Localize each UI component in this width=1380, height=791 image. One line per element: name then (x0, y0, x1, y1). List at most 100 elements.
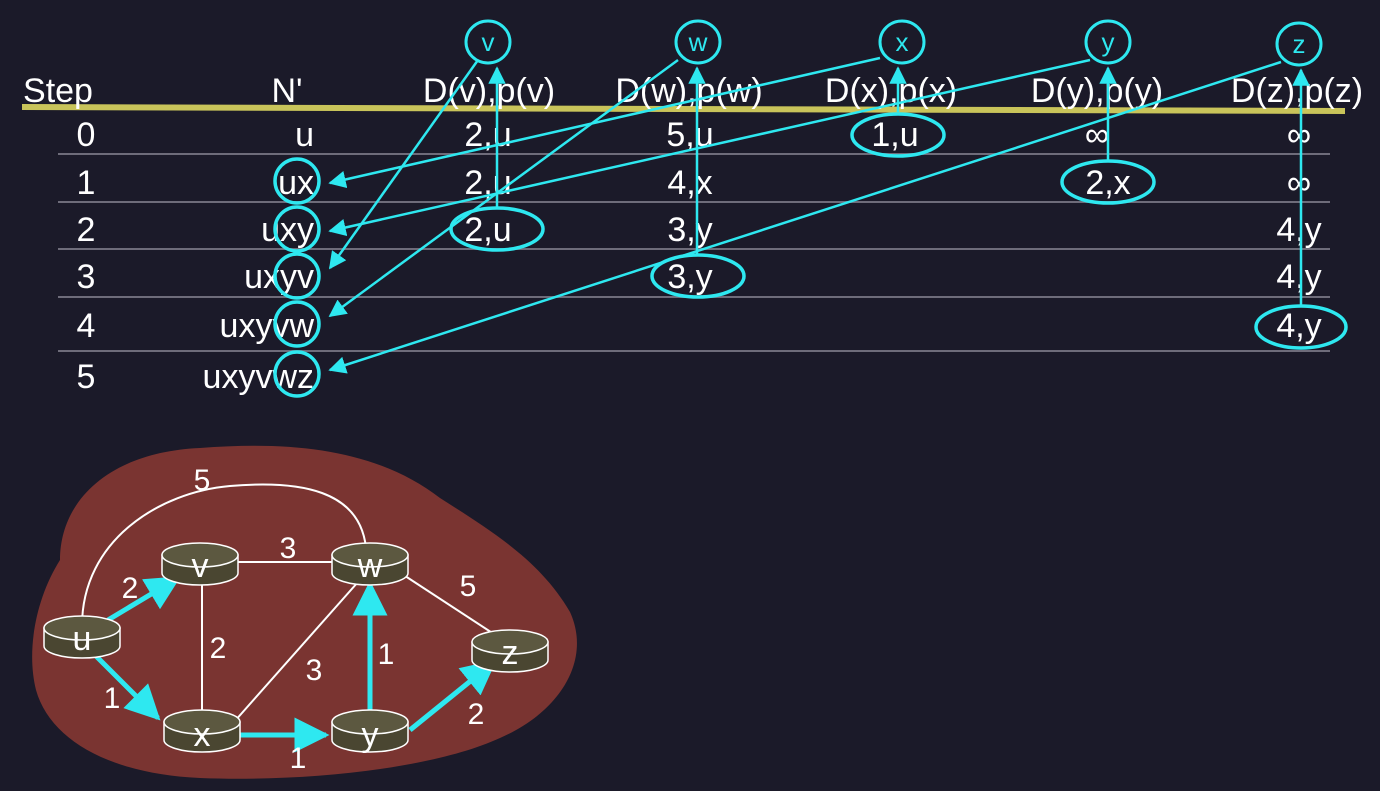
cell-step: 2 (77, 211, 96, 249)
arrow-v-to-uxyv (328, 59, 480, 270)
cell-step: 4 (77, 307, 96, 345)
tree-edge-u-v (106, 575, 182, 623)
cell-n-prime: ux (278, 164, 314, 202)
cell-n-prime: u (295, 116, 314, 154)
nprime-circle (273, 205, 321, 253)
column-tags: v w x y z (464, 19, 1323, 67)
trace-arrows (328, 56, 1310, 374)
router-nodes: u v w x y (43, 542, 549, 754)
arrow-z-to-uxyvwz (328, 60, 1282, 374)
highlight-y-2x (1060, 159, 1156, 205)
cell-w: 3,y (667, 258, 712, 296)
nprime-highlights (273, 157, 321, 398)
cost-v-w: 3 (280, 532, 297, 565)
tag-circle-z (1275, 21, 1323, 67)
tree-edge-y-z (408, 659, 497, 732)
table-row: 1 ux 2,u 4,x 2,x ∞ (77, 164, 1312, 202)
network-cloud (32, 445, 577, 779)
header-v: D(v),p(v) (423, 72, 555, 110)
cost-v-x: 2 (210, 632, 227, 665)
arrow-w-to-uxyvw (328, 58, 679, 318)
cost-y-w: 1 (378, 638, 395, 671)
cost-u-w: 5 (194, 464, 211, 497)
tag-circle-v (464, 19, 512, 65)
table-header: Step N' D(v),p(v) D(w),p(w) D(x),p(x) D(… (23, 72, 1363, 110)
node-label-x: x (194, 716, 211, 754)
cost-x-w: 3 (306, 654, 323, 687)
tree-edge-u-x (94, 654, 161, 721)
cell-w: 3,y (667, 211, 712, 249)
cell-step: 0 (77, 116, 96, 154)
tag-circle-x (878, 19, 926, 65)
tag-label-y: y (1102, 27, 1115, 57)
cell-w: 5,u (666, 116, 713, 154)
header-step: Step (23, 72, 93, 110)
router-node-x: x (163, 709, 241, 754)
router-node-w: w (331, 542, 409, 586)
cost-u-v: 2 (122, 572, 139, 605)
cell-y: 2,x (1085, 164, 1130, 202)
tag-circle-w (674, 19, 722, 65)
table-row: 0 u 2,u 5,u 1,u ∞ ∞ (77, 116, 1312, 154)
router-node-v: v (161, 542, 239, 586)
cell-n-prime: uxyvwz (203, 358, 314, 396)
tag-label-v: v (482, 27, 495, 57)
router-node-z: z (471, 629, 549, 673)
nprime-circle (273, 350, 321, 398)
tag-label-x: x (896, 27, 909, 57)
header-rule (21, 104, 1346, 114)
highlight-x-1u (850, 112, 946, 158)
cell-w: 4,x (667, 164, 712, 202)
nprime-circle (273, 300, 321, 348)
edge-costs: 5 3 5 2 2 1 3 1 2 1 (104, 464, 485, 775)
network-diagram: 5 3 5 2 2 1 3 1 2 1 u v (32, 445, 577, 779)
router-node-y: y (331, 709, 409, 754)
cost-x-y: 1 (290, 742, 307, 775)
cell-v: 2,u (464, 211, 511, 249)
table-row: 3 uxyv 3,y 4,y (77, 258, 1322, 296)
arrow-x-to-ux (328, 56, 881, 189)
table-row: 2 uxy 2,u 3,y 4,y (77, 211, 1322, 249)
cell-step: 1 (77, 164, 96, 202)
cell-z: ∞ (1287, 164, 1311, 202)
node-label-w: w (357, 547, 383, 585)
edge-w-z (395, 569, 501, 639)
header-n-prime: N' (271, 72, 302, 110)
cell-z: 4,y (1276, 211, 1321, 249)
nprime-circle (273, 252, 321, 300)
cell-step: 5 (77, 358, 96, 396)
node-label-v: v (192, 547, 209, 585)
table-row: 4 uxyvw 4,y (77, 307, 1322, 345)
router-node-u: u (43, 615, 121, 659)
arrow-y-to-uxy (328, 58, 1091, 237)
edge-x-w (233, 581, 359, 723)
nprime-circle (273, 157, 321, 205)
cell-z: 4,y (1276, 307, 1321, 345)
header-z: D(z),p(z) (1231, 72, 1363, 110)
dijkstra-table: Step N' D(v),p(v) D(w),p(w) D(x),p(x) D(… (21, 19, 1363, 398)
node-label-u: u (73, 620, 92, 658)
min-highlights (449, 112, 1348, 350)
table-row: 5 uxyvwz (77, 358, 314, 396)
cell-z: ∞ (1287, 116, 1311, 154)
cell-n-prime: uxy (261, 211, 314, 249)
cost-u-x: 1 (104, 682, 121, 715)
cell-step: 3 (77, 258, 96, 296)
cell-x: 1,u (871, 116, 918, 154)
cost-w-z: 5 (460, 570, 477, 603)
cell-z: 4,y (1276, 258, 1321, 296)
header-y: D(y),p(y) (1031, 72, 1163, 110)
edge-u-w (81, 483, 367, 627)
highlight-z-4y (1254, 304, 1348, 350)
cell-n-prime: uxyvw (220, 307, 315, 345)
node-label-y: y (362, 716, 379, 754)
tree-edges (94, 575, 497, 753)
tag-label-z: z (1293, 29, 1306, 59)
network-edges (81, 483, 501, 723)
tag-circle-y (1084, 19, 1132, 65)
tag-label-w: w (688, 27, 708, 57)
cost-y-z: 2 (468, 698, 485, 731)
node-label-z: z (502, 634, 519, 672)
